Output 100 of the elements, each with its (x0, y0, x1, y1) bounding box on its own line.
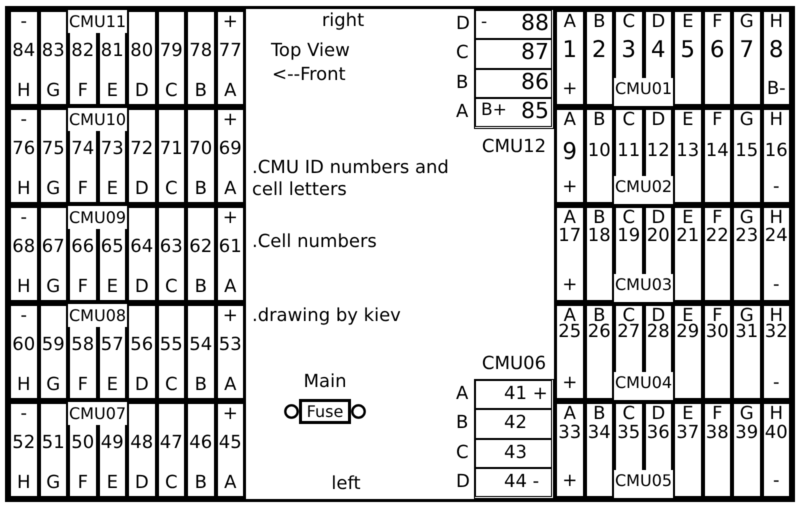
battery-cell (38, 206, 68, 302)
cell-letter: E (106, 473, 118, 493)
cell-number: 60 (12, 335, 36, 355)
module-label: CMU05 (615, 471, 672, 491)
cell-letter: B (194, 277, 207, 297)
side-label: left (331, 473, 361, 495)
cell-letter: D (456, 14, 470, 34)
cell-letter: G (46, 473, 60, 493)
battery-cell (644, 108, 673, 176)
polarity-sign: + (222, 12, 238, 32)
cell-letter: H (769, 12, 784, 32)
battery-cell (186, 108, 216, 204)
cell-number: 86 (521, 70, 549, 94)
cell-letter: A (564, 404, 576, 424)
cell-letter: C (164, 81, 178, 101)
cell-letter: H (16, 81, 31, 101)
view-title: Top View (271, 40, 350, 62)
note-text: .CMU ID numbers and cell letters (252, 157, 450, 201)
battery-cell (762, 402, 791, 498)
cell-number: 61 (218, 237, 242, 257)
cell-number: 87 (521, 41, 549, 66)
cell-number: 59 (42, 335, 65, 355)
cell-number: 41 + (504, 384, 548, 404)
cell-letter: G (740, 110, 754, 130)
cell-letter: G (46, 81, 60, 101)
cell-letter: B (593, 208, 606, 228)
cell-number: 22 (706, 226, 729, 246)
polarity-sign: - (773, 275, 780, 295)
cell-number: 82 (71, 41, 94, 61)
cell-module (8, 401, 246, 499)
polarity-sign: + (222, 404, 238, 424)
cell-number: 46 (189, 433, 212, 453)
battery-cell (673, 402, 702, 498)
cell-letter: B (593, 110, 606, 130)
cell-number: 33 (558, 423, 582, 443)
fuse-label: Fuse (306, 402, 344, 421)
cell-number: 44 - (504, 472, 540, 492)
cell-number: 10 (588, 141, 611, 161)
battery-cell (156, 108, 186, 204)
cell-letter: G (46, 277, 60, 297)
battery-cell (9, 206, 38, 302)
cell-letter: H (16, 473, 31, 493)
battery-cell (673, 206, 702, 302)
cell-number: 71 (160, 139, 183, 159)
cell-module (554, 9, 792, 107)
battery-cell (762, 10, 791, 106)
battery-cell (9, 108, 38, 204)
cell-number: 28 (646, 322, 670, 342)
polarity-sign: + (562, 177, 578, 197)
battery-cell (216, 10, 245, 106)
polarity-sign: + (222, 306, 238, 326)
cell-module (554, 401, 792, 499)
module-label: CMU06 (482, 354, 546, 374)
cell-number: 50 (71, 433, 94, 453)
polarity-sign: B- (766, 79, 786, 99)
cell-number: 88 (521, 12, 549, 36)
cell-number: 12 (646, 141, 670, 161)
cell-number: 40 (764, 423, 788, 443)
cell-number: 62 (189, 237, 212, 257)
battery-cell (127, 206, 156, 302)
battery-cell (644, 304, 673, 372)
cell-letter: A (224, 375, 236, 395)
cell-number: 72 (130, 139, 154, 159)
cell-letter: B (593, 404, 606, 424)
module-label: CMU01 (615, 79, 672, 99)
battery-cell (9, 402, 38, 498)
cell-number: 35 (617, 423, 640, 443)
cell-number: 57 (100, 335, 124, 355)
battery-cell (614, 206, 644, 274)
cell-number: 66 (71, 237, 94, 257)
cell-number: 42 (504, 413, 527, 434)
cell-letter: H (16, 277, 31, 297)
module-label: CMU02 (615, 177, 672, 197)
battery-cell (732, 402, 762, 498)
cell-module (554, 205, 792, 303)
cell-number: 51 (42, 433, 65, 453)
battery-cell (702, 304, 732, 400)
cell-letter: C (622, 110, 636, 130)
battery-cell (68, 425, 98, 498)
battery-cell (702, 402, 732, 498)
battery-cell (216, 206, 245, 302)
cell-letter: C (164, 375, 178, 395)
cell-letter: D (651, 110, 666, 130)
battery-cell (614, 402, 644, 470)
cell-number: 80 (130, 41, 154, 61)
cell-number: 9 (562, 139, 578, 166)
battery-cell (186, 402, 216, 498)
battery-cell (762, 108, 791, 204)
cell-number: 84 (12, 41, 36, 61)
polarity-sign: + (562, 275, 578, 295)
cell-number: 78 (189, 41, 212, 61)
module-label: CMU10 (69, 110, 126, 130)
battery-cell (702, 108, 732, 204)
cell-letter: E (682, 208, 694, 228)
cell-letter: D (134, 277, 149, 297)
cell-letter: E (682, 110, 694, 130)
cell-letter: A (224, 277, 236, 297)
cell-letter: D (134, 81, 149, 101)
battery-cell (673, 10, 702, 106)
cell-letter: A (456, 384, 468, 404)
